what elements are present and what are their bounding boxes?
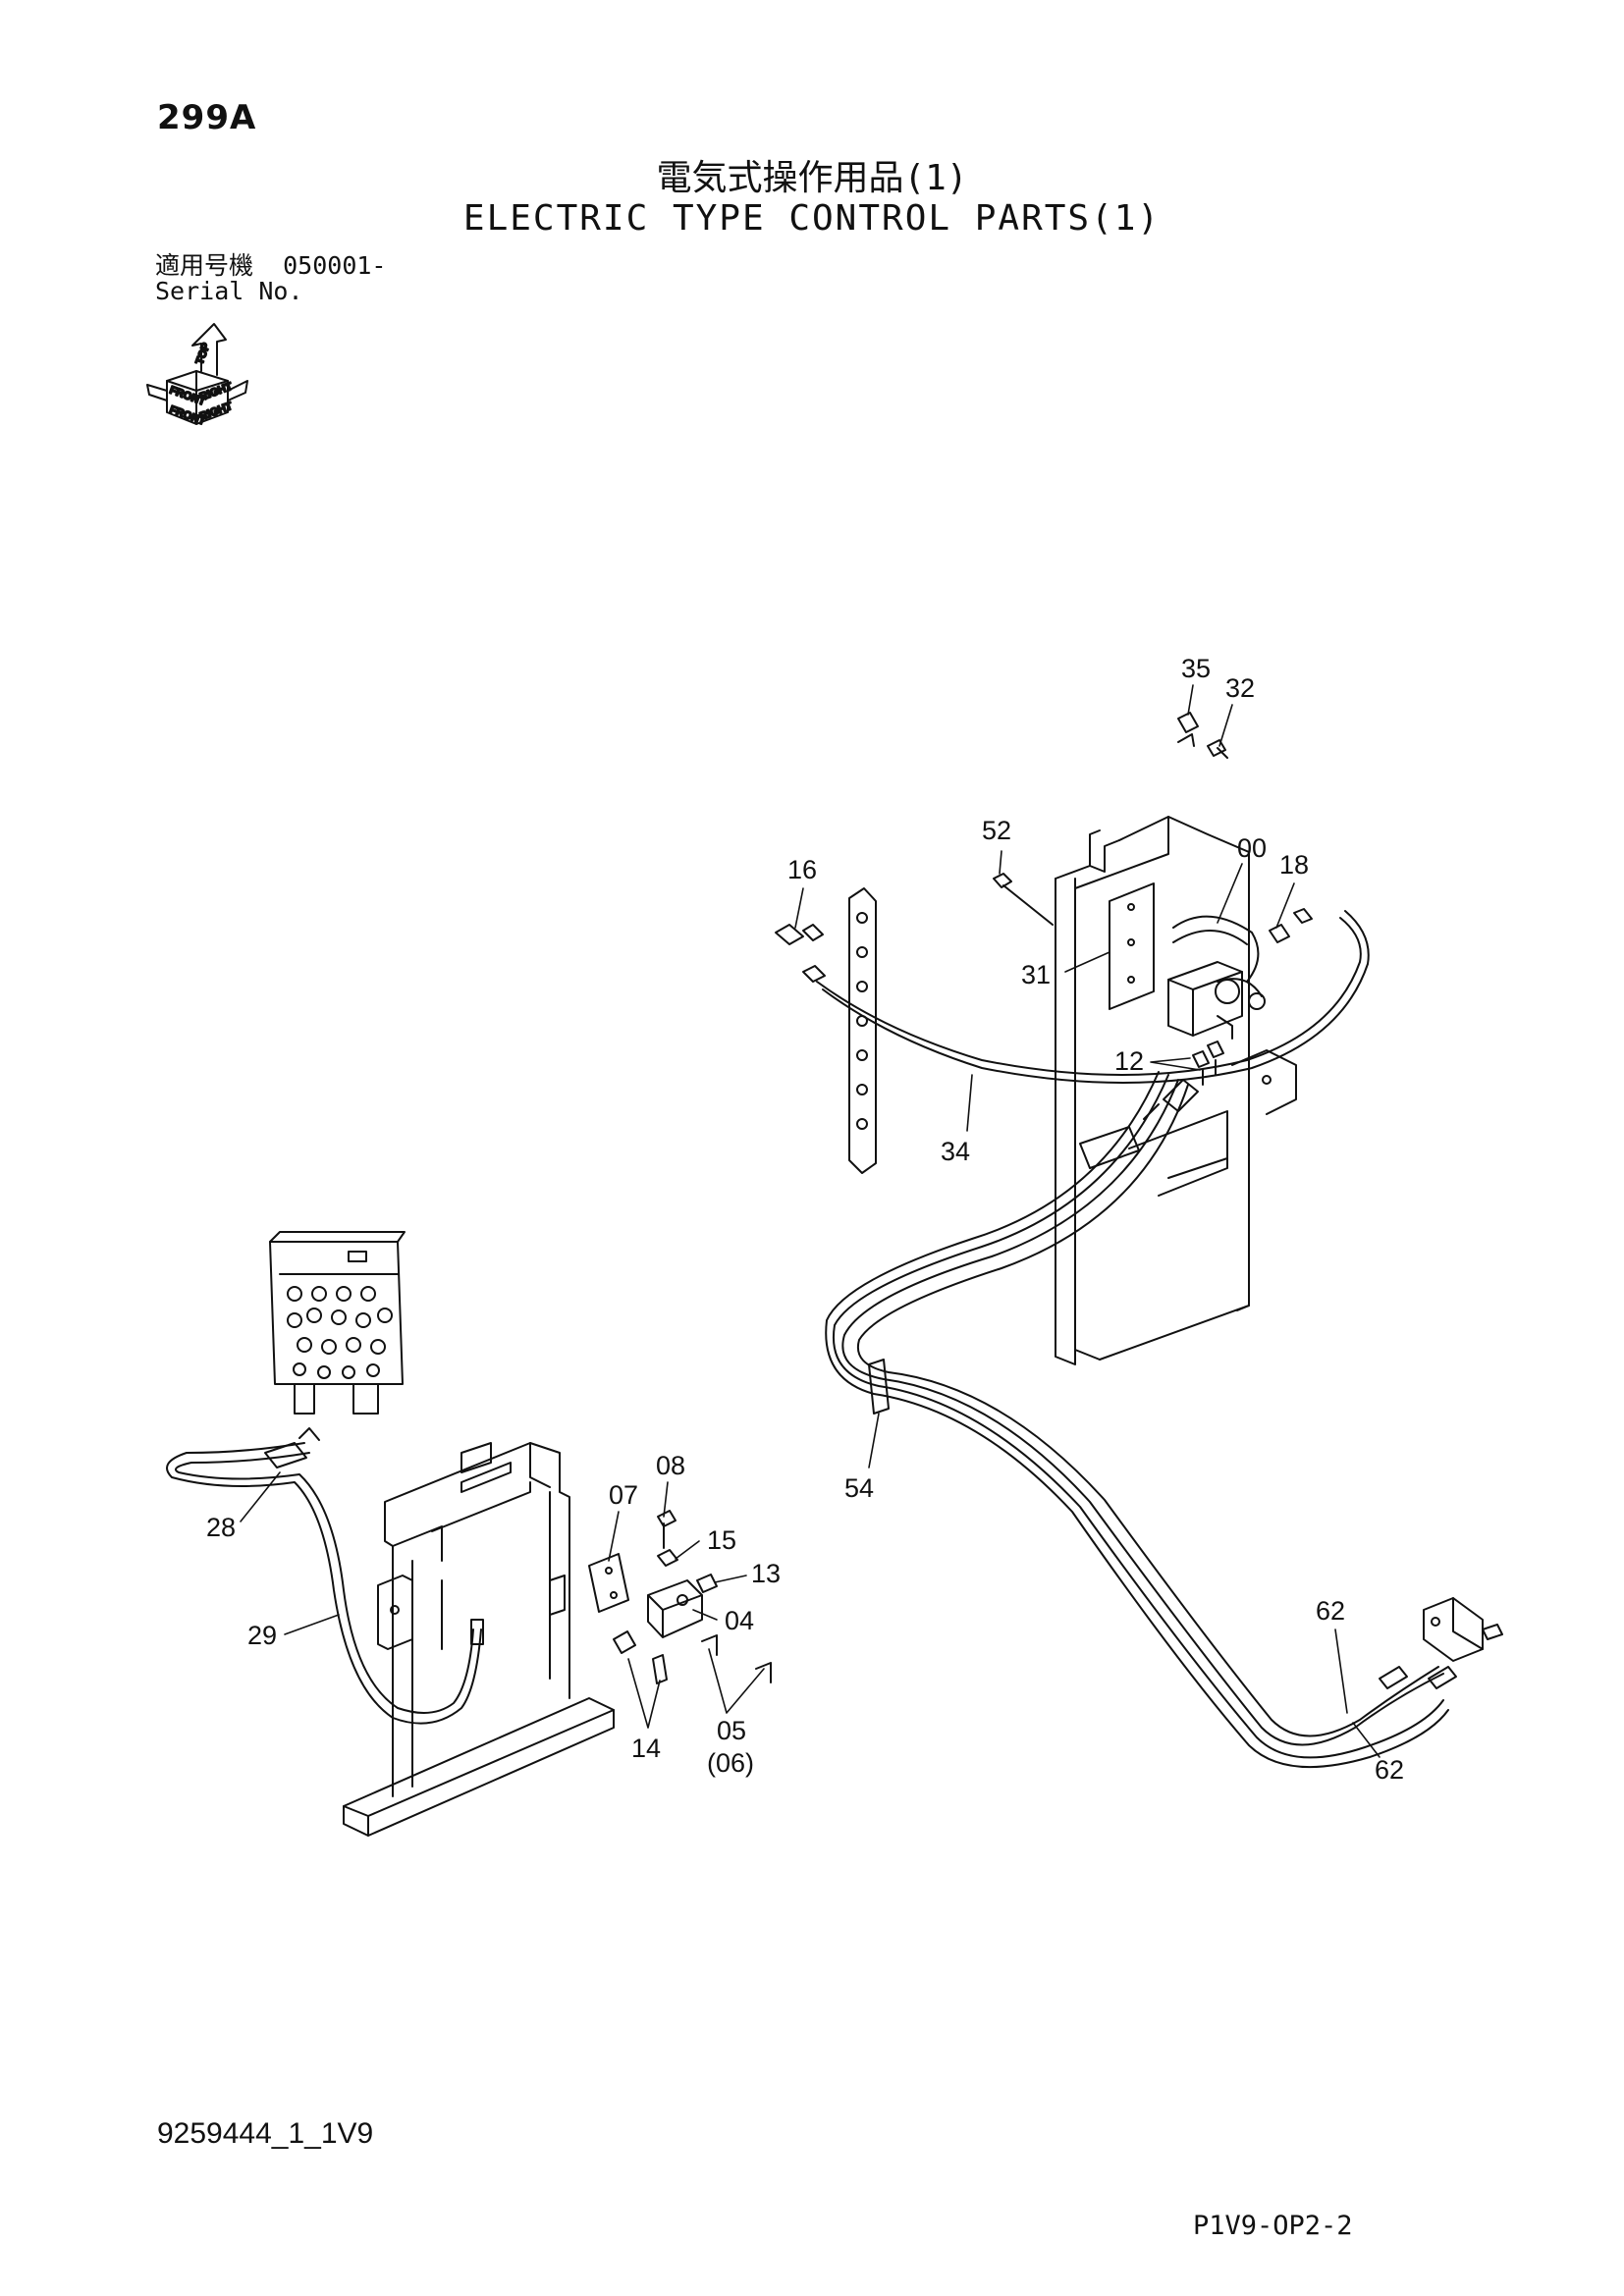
hose-34	[816, 917, 1362, 1076]
hose-29-edge	[175, 1452, 474, 1714]
serial-label-jp: 適用号機	[155, 251, 254, 280]
upper-mounting-plate	[1055, 816, 1250, 1365]
clamp-35	[1177, 712, 1199, 747]
callout-35: 35	[1181, 654, 1211, 683]
fittings-12	[1192, 1041, 1224, 1086]
serial-number-block: 適用号機 050001- Serial No.	[155, 253, 386, 304]
plate-hole	[1127, 976, 1135, 984]
plate-hole	[1127, 903, 1135, 911]
callout-62-lower: 62	[1375, 1755, 1404, 1785]
callout-62-upper: 62	[1316, 1596, 1345, 1626]
callout-18: 18	[1279, 850, 1309, 880]
callout-13: 13	[751, 1559, 781, 1588]
solenoid-valve	[1167, 915, 1266, 1040]
hose-34-edge	[822, 910, 1370, 1084]
page-number: 299A	[157, 98, 257, 137]
small-valve-block	[1423, 1597, 1503, 1662]
adapter-16	[775, 924, 824, 945]
serial-value: 050001-	[283, 251, 387, 280]
callout-15: 15	[707, 1525, 736, 1555]
bracket-hole	[1262, 1075, 1272, 1085]
block-04	[647, 1579, 703, 1638]
callout-labels: 35 32 52 00 18 16 31 12 34 08 07 15 13 0…	[206, 654, 1404, 1785]
callout-31: 31	[1021, 960, 1051, 989]
plate-07	[588, 1553, 629, 1613]
title-japanese: 電気式操作用品(1)	[656, 158, 968, 198]
hose-29	[166, 1442, 482, 1725]
bolt-08	[657, 1510, 677, 1549]
adapter-18	[1269, 908, 1313, 943]
block-port	[677, 1594, 688, 1606]
callout-52: 52	[982, 816, 1011, 845]
serial-label-en: Serial No.	[155, 277, 303, 305]
bolts-05	[701, 1634, 772, 1683]
orientation-icon: TOP FRONT RIGHT FRONT RIGHT	[146, 323, 248, 429]
stand-frame	[343, 1442, 615, 1837]
hose-fitting-29	[470, 1619, 484, 1645]
plug-15	[657, 1549, 678, 1567]
callout-32: 32	[1225, 673, 1255, 703]
callout-12: 12	[1114, 1046, 1144, 1076]
bolt-32	[1207, 739, 1228, 759]
clip-54	[868, 1359, 890, 1415]
callout-16: 16	[787, 855, 817, 884]
callout-07: 07	[609, 1480, 638, 1510]
title-english: ELECTRIC TYPE CONTROL PARTS(1)	[462, 198, 1162, 239]
control-valve-block	[269, 1231, 406, 1415]
hose-ends-62	[1379, 1666, 1457, 1689]
right-bracket	[1231, 1049, 1297, 1115]
mounting-strip	[848, 887, 877, 1174]
callout-14: 14	[631, 1734, 661, 1763]
plate-hole	[605, 1567, 613, 1575]
document-id: 9259444_1_1V9	[157, 2117, 374, 2150]
callout-54: 54	[844, 1473, 874, 1503]
bracket-plate	[1109, 882, 1155, 1010]
bolt-52	[993, 873, 1054, 926]
callout-00: 00	[1237, 833, 1267, 863]
leader-lines	[240, 684, 1380, 1758]
callout-29: 29	[247, 1621, 277, 1650]
callout-04: 04	[725, 1606, 754, 1635]
plate-hole	[610, 1591, 618, 1599]
plate-hole	[1127, 938, 1135, 946]
fitting-13	[696, 1574, 718, 1593]
pilot-hoses	[825, 1071, 1449, 1769]
callout-28: 28	[206, 1513, 236, 1542]
hose-end-16	[802, 965, 826, 983]
page-code: P1V9-OP2-2	[1193, 2211, 1353, 2241]
callout-34: 34	[941, 1137, 970, 1166]
fittings-14	[613, 1630, 668, 1684]
callout-05: 05	[717, 1716, 746, 1745]
hose-fitting-28	[264, 1427, 320, 1468]
callout-06: (06)	[707, 1748, 754, 1778]
callout-08: 08	[656, 1451, 685, 1480]
